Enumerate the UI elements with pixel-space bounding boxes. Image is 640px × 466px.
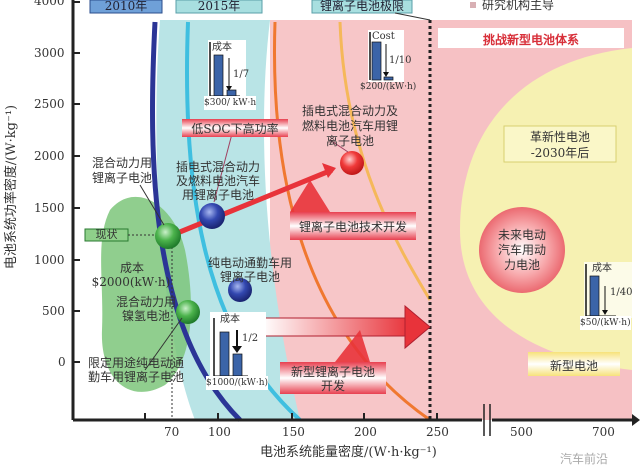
y-tick: 500 [42,304,65,318]
y-tick: 1000 [34,253,65,267]
y-tick: 2000 [34,149,65,163]
y-tick: 2500 [34,97,65,111]
y-tick: 4000 [34,0,65,8]
nimh-label-2: 镍氢电池 [121,309,170,323]
cost2000-label-1: 成本 [119,261,144,275]
legend-swatch [470,2,476,8]
y-tick: 3000 [34,46,65,60]
phev-target-label-1: 插电式混合动力及 [301,104,398,118]
legend-label: 研究机构主导 [482,0,555,12]
new-li-label-2: 开发 [320,379,345,393]
new-li-label-1: 新型锂离子电池 [290,365,375,379]
inset-50-title: 成本 [592,263,612,274]
phev-target-label-3: 离子电池 [325,134,374,148]
revolution-label-1: 革新性电池 [529,130,590,144]
cost-inset-200 [368,30,404,82]
y-tick: 0 [58,355,66,369]
challenge-label: 挑战新型电池体系 [482,33,579,47]
future-label-3: 力电池 [503,258,540,272]
inset-50-value: $50/(kW·h) [580,316,631,330]
x-tick: 100 [208,425,231,439]
phev-label-2: 及燃料电池汽车 [175,174,260,188]
li-dev-label: 锂离子电池技术开发 [298,220,407,234]
new-battery-label: 新型电池 [549,359,598,373]
hev-li-label-1: 混合动力用 [91,156,152,170]
period-2010: 2010年 [104,0,148,13]
period-limit-box [311,0,413,14]
x-axis-title: 电池系统能量密度/(W·h·kg⁻¹) [260,445,437,460]
phev-target-label-2: 燃料电池汽车用锂 [301,119,398,133]
ev-label-2: 锂离子电池 [219,270,280,284]
bubble-hev-li [155,223,181,249]
watermark: 汽车前沿 [560,452,609,466]
future-label-1: 未来电动 [497,228,546,242]
progress-arrow [261,317,411,337]
inset-200-title: Cost [372,31,395,42]
low-soc-banner [182,119,288,137]
hev-li-label-2: 锂离子电池 [91,171,152,185]
li-dev-banner [290,212,416,240]
challenge-box [438,28,624,48]
phev-label-3: 用锂离子电池 [181,188,254,202]
period-2010-box [89,0,163,14]
x-tick: 500 [510,425,533,439]
inset-1000-title: 成本 [220,314,240,325]
nimh-label-1: 混合动力用 [115,295,176,309]
new-li-banner [280,362,386,394]
x-axis-arrow [632,414,640,426]
status-label: 现状 [95,228,118,241]
phev-label-1: 插电式混合动力 [175,160,260,174]
inset-200-ratio: 1/10 [389,55,412,66]
revolution-label-2: -2030年后 [530,146,590,160]
period-2015: 2015年 [197,0,241,13]
limited-label-1: 限定用途纯电动通 [87,356,184,370]
inset-300-value: $300/ kW·h [204,96,257,110]
limited-label-2: 勤车用锂离子电池 [87,370,184,384]
inset-1000-ratio: 1/2 [242,333,259,344]
y-axis-title: 电池系统功率密度/(W·kg⁻¹) [4,104,19,270]
ev-label-1: 纯电动通勤车用 [207,256,292,270]
period-limit: 锂离子电池极限 [319,0,404,13]
x-tick: 150 [282,425,305,439]
future-label-2: 汽车用动 [497,243,546,257]
cost2000-label-2: $2000(kW·h) [91,275,171,289]
inset-300-ratio: 1/7 [233,69,250,80]
curve-yellow [338,21,432,301]
trend-arrow [169,167,333,239]
bubble-future [479,207,565,293]
x-tick: 70 [164,425,180,439]
bubble-phev [199,203,225,229]
revolution-box [503,125,617,163]
bubble-ev [228,278,252,302]
inset-200-value: $200/(kW·h) [360,82,417,92]
period-2015-box [175,0,263,14]
inset-1000-value: $1000/(kW·h) [206,376,269,390]
inset-300-title: 成本 [212,42,232,53]
x-tick: 200 [354,425,377,439]
x-tick: 700 [592,425,615,439]
y-tick: 1500 [34,201,65,215]
x-tick: 250 [426,425,449,439]
new-battery-banner [528,352,620,376]
bubble-phev-target [340,151,364,175]
inset-50-ratio: 1/40 [610,287,633,298]
cost-inset-1000 [210,312,266,377]
low-soc-label: 低SOC下高功率 [191,122,279,136]
